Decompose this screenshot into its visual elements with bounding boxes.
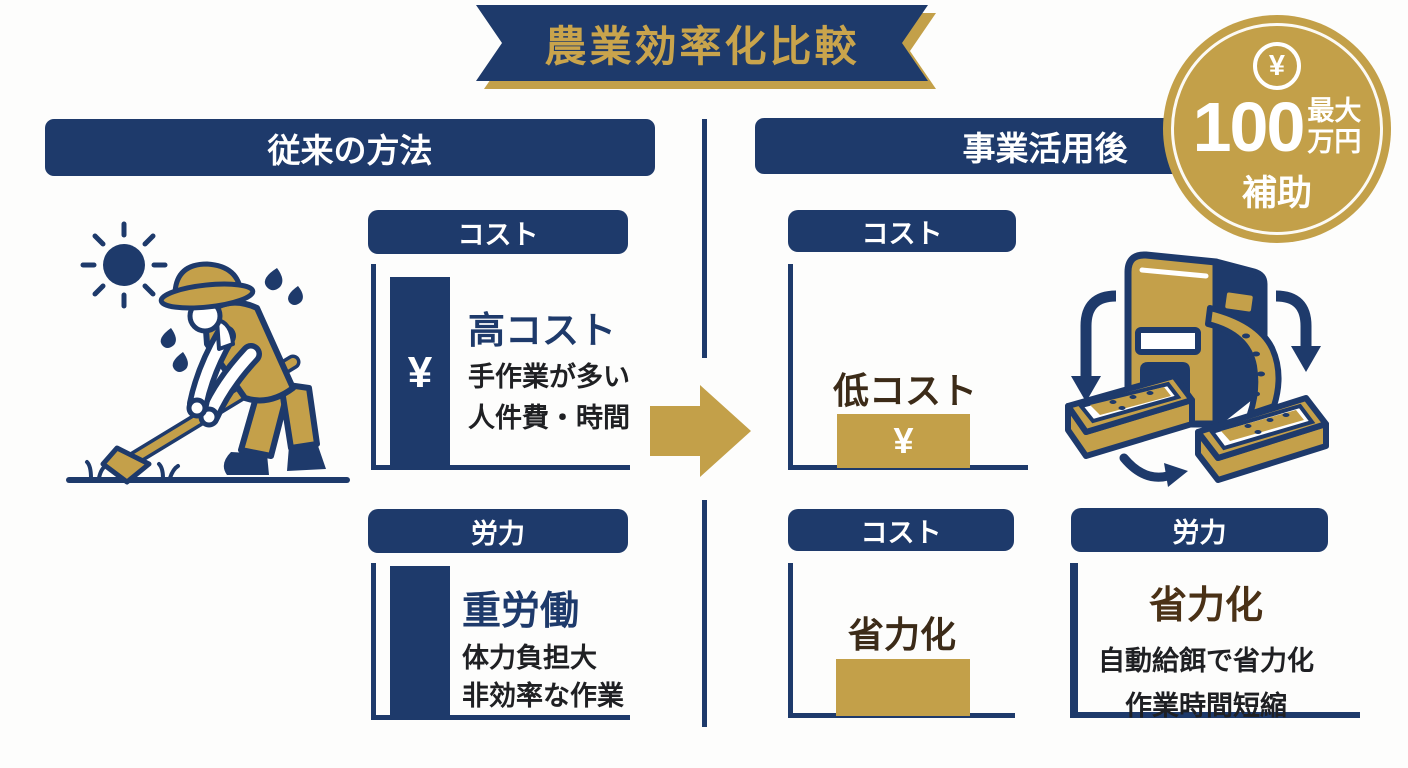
left-labor-chip-label: 労力 [471, 518, 525, 549]
right-cost-bottom-bar [836, 659, 970, 716]
right-cost-bottom-headline: 省力化 [848, 614, 957, 655]
right-cost-bottom-chip-label: コスト [860, 517, 942, 548]
right-section-title: 事業活用後 [962, 130, 1128, 167]
left-cost-chip-label: コスト [457, 219, 539, 250]
vertical-divider-top [702, 119, 707, 358]
sun-icon [80, 221, 168, 309]
right-section-header: 事業活用後 [755, 118, 1207, 174]
left-labor-line1: 体力負担大 [462, 643, 597, 673]
title-ribbon: 農業効率化比較 [470, 2, 946, 94]
feeder-bottom-arrow [1119, 453, 1188, 487]
farmer-with-hoe-icon [66, 221, 350, 485]
badge-amount-row: 100 最大 万円 [1193, 92, 1362, 162]
right-labor-text-block: 省力化 自動給餌で省力化 作業時間短縮 [1072, 574, 1340, 723]
yen-circle-icon: ¥ [1253, 42, 1301, 90]
right-labor-axis-horizontal [1070, 712, 1360, 718]
left-labor-bar [390, 566, 450, 717]
left-labor-axis [371, 563, 630, 720]
page-title: 農業効率化比較 [544, 22, 860, 70]
right-labor-line1: 自動給餌で省力化 [1098, 646, 1314, 676]
left-cost-axis [371, 264, 630, 470]
badge-unit-label: 万円 [1307, 127, 1362, 157]
badge-amount-units: 最大 万円 [1307, 96, 1361, 158]
left-section-title: 従来の方法 [267, 131, 433, 169]
left-section-header: 従来の方法 [45, 119, 655, 176]
right-labor-chip-label: 労力 [1172, 517, 1227, 548]
badge-max-label: 最大 [1307, 95, 1362, 126]
transition-arrow-icon [650, 385, 751, 477]
left-labor-line2: 非効率な作業 [462, 681, 624, 711]
right-cost-top-headline: 低コスト [833, 370, 978, 411]
title-ribbon-face: 農業効率化比較 [476, 5, 928, 81]
automatic-feeder-machine-icon [1065, 251, 1329, 487]
left-cost-line1: 手作業が多い [468, 362, 630, 392]
right-labor-headline: 省力化 [1148, 585, 1263, 627]
left-cost-bar: ¥ [390, 277, 450, 468]
right-cost-bottom-chip: コスト [788, 509, 1014, 551]
badge-amount: 100 [1192, 88, 1306, 166]
farmer-figure [66, 261, 350, 485]
right-cost-bar-yen-symbol: ¥ [893, 420, 914, 461]
right-cost-top-chip: コスト [788, 210, 1016, 252]
left-cost-headline: 高コスト [468, 310, 616, 351]
vertical-divider-bottom [702, 500, 707, 727]
badge-yen-symbol: ¥ [1268, 49, 1286, 82]
right-cost-top-chip-label: コスト [861, 218, 943, 249]
feeder-arrows [1071, 290, 1321, 402]
left-cost-bar-yen-symbol: ¥ [407, 347, 433, 397]
left-cost-chip: コスト [368, 210, 628, 254]
left-labor-chip: 労力 [368, 509, 628, 553]
right-labor-axis-vertical [1070, 563, 1078, 716]
right-labor-chip: 労力 [1071, 508, 1328, 552]
subsidy-badge: ¥ 100 最大 万円 補助 [1163, 15, 1391, 243]
feed-trough-right [1195, 395, 1329, 483]
right-labor-line2: 作業時間短縮 [1125, 691, 1287, 721]
left-cost-line2: 人件費・時間 [468, 403, 630, 433]
feed-trough-left [1065, 373, 1195, 459]
left-labor-headline: 重労働 [462, 590, 580, 633]
badge-subsidy-label: 補助 [1241, 174, 1312, 213]
right-cost-top-bar: ¥ [837, 414, 970, 468]
